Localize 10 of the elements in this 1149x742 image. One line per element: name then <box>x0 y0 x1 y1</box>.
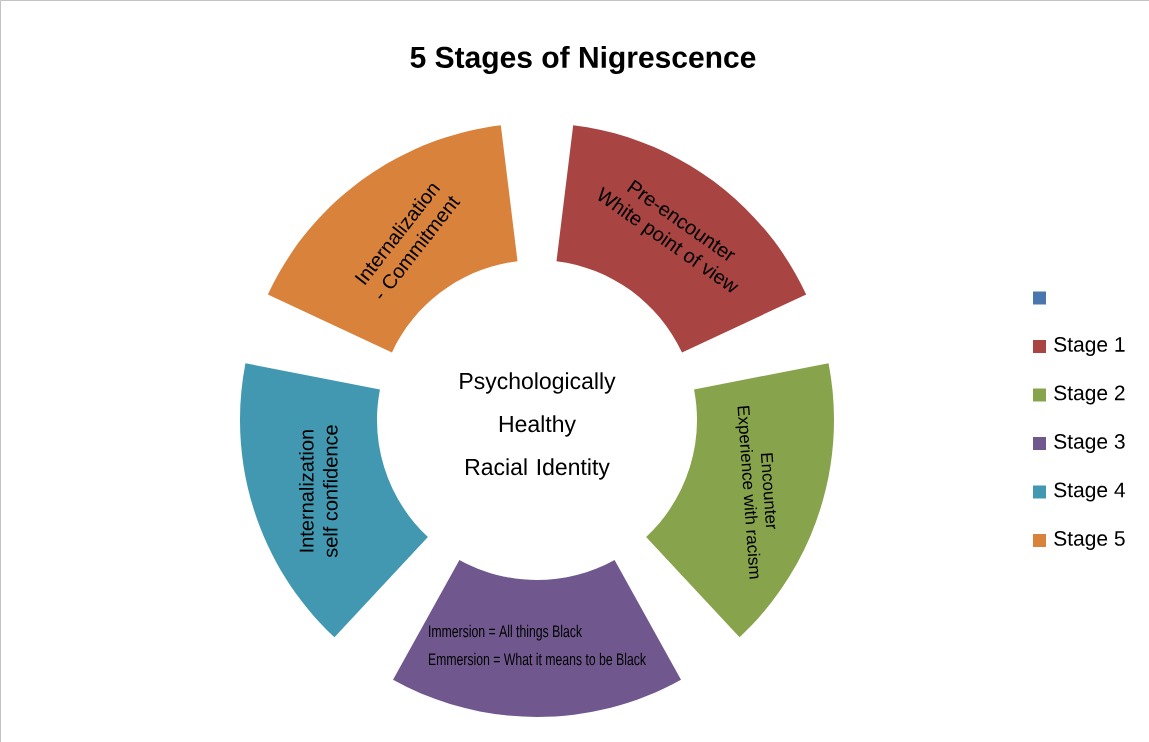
ring-segment: Encounter Experience with racism <box>646 363 834 638</box>
ring-segment: Immersion = All things Black Emmersion = What it means to be Black <box>393 559 681 717</box>
title: 5 Stages of Nigrescence <box>410 45 756 75</box>
legend-label: Stage 3 <box>1054 434 1125 453</box>
center-text: Psychologically Healthy Racial Identity <box>460 372 616 480</box>
ring-segment: Internalization self confidence <box>240 363 428 638</box>
legend-label: Stage 2 <box>1054 385 1125 405</box>
legend-label: Stage 4 <box>1054 482 1125 502</box>
legend-label: Stage 5 <box>1054 531 1125 550</box>
legend-label: Stage 1 <box>1054 337 1125 356</box>
